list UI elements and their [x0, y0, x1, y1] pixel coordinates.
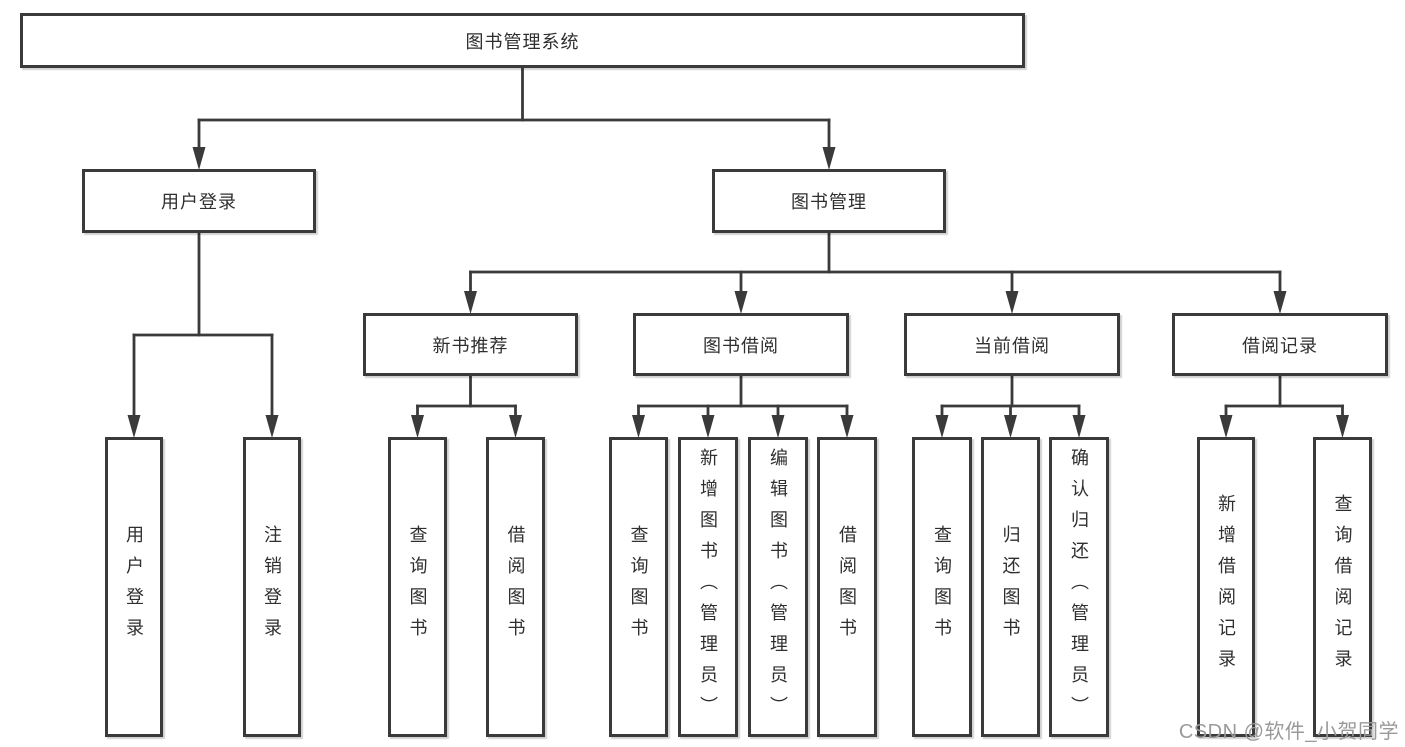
edge-group — [411, 374, 522, 438]
node-user-login: 用户登录 — [82, 169, 316, 233]
node-leaf-query-borrow-record: 查询借阅记录 — [1313, 437, 1372, 737]
node-leaf-add-borrow-record: 新增借阅记录 — [1197, 437, 1255, 737]
edge-group — [464, 231, 1287, 314]
node-leaf-query-books-borrowing: 查询图书 — [609, 437, 668, 737]
node-leaf-query-books-recommend: 查询图书 — [388, 437, 447, 737]
node-new-book-recommend: 新书推荐 — [363, 313, 578, 376]
node-leaf-logout-login: 注销登录 — [243, 437, 301, 737]
node-leaf-user-login: 用户登录 — [105, 437, 163, 737]
watermark: CSDN @软件_小贺同学 — [1178, 721, 1399, 743]
node-leaf-return-books: 归还图书 — [981, 437, 1040, 737]
node-leaf-borrow-books-recommend: 借阅图书 — [486, 437, 545, 737]
node-leaf-add-books-admin: 新增图书（管理员） — [678, 437, 738, 737]
node-root: 图书管理系统 — [20, 13, 1025, 68]
node-leaf-borrow-books-borrowing: 借阅图书 — [817, 437, 877, 737]
node-leaf-query-books-current: 查询图书 — [912, 437, 972, 737]
node-book-borrowing: 图书借阅 — [633, 313, 849, 376]
edge-group — [1219, 374, 1349, 438]
edge-group — [632, 374, 854, 438]
node-leaf-confirm-return-admin: 确认归还（管理员） — [1049, 437, 1109, 737]
edge-group — [935, 374, 1086, 438]
node-leaf-edit-books-admin: 编辑图书（管理员） — [748, 437, 808, 737]
node-current-borrowing: 当前借阅 — [904, 313, 1120, 376]
node-book-management: 图书管理 — [712, 169, 946, 233]
node-borrowing-records: 借阅记录 — [1172, 313, 1388, 376]
edge-group — [127, 231, 279, 438]
edge-group — [192, 66, 836, 170]
